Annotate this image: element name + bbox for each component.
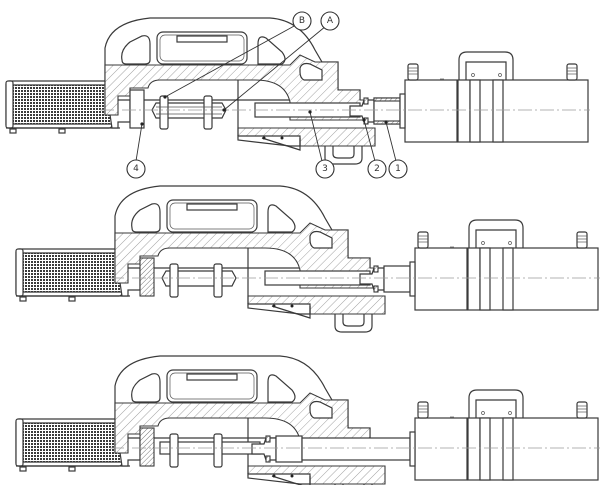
callout-4: 4 — [126, 159, 146, 179]
svg-text:4: 4 — [133, 164, 139, 174]
panel-1-initial: B A 4 3 2 1 — [5, 11, 590, 179]
callout-2: 2 — [367, 159, 387, 179]
callout-a: A — [320, 11, 340, 31]
svg-text:B: B — [299, 16, 305, 26]
callout-b: B — [292, 11, 312, 31]
svg-text:1: 1 — [395, 164, 401, 174]
panel-2-spacer-inserted — [15, 185, 600, 333]
callout-1: 1 — [388, 159, 408, 179]
svg-text:3: 3 — [322, 164, 328, 174]
svg-text:2: 2 — [374, 164, 380, 174]
svg-text:A: A — [327, 16, 334, 26]
callout-3: 3 — [315, 159, 335, 179]
panel-3-shaft-pressed — [15, 355, 600, 485]
